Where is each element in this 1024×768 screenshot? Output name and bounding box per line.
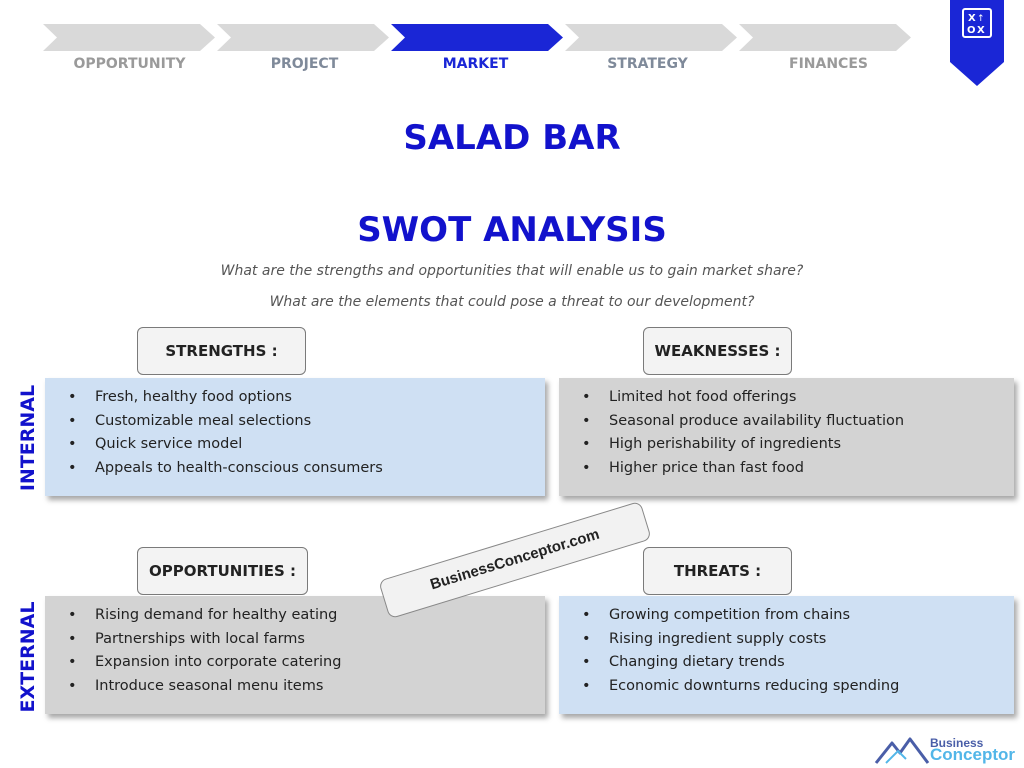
external-label: EXTERNAL: [17, 601, 39, 713]
opportunities-list: Rising demand for healthy eating Partner…: [45, 596, 545, 698]
step-chevron-market[interactable]: [391, 24, 563, 51]
threats-box: Growing competition from chains Rising i…: [559, 596, 1014, 714]
list-item: Rising demand for healthy eating: [68, 604, 545, 628]
list-item: Rising ingredient supply costs: [582, 628, 1014, 652]
list-item: Partnerships with local farms: [68, 628, 545, 652]
step-label-strategy[interactable]: STRATEGY: [607, 56, 688, 72]
logo-text-line1: Business: [930, 736, 984, 750]
opportunities-label: OPPORTUNITIES :: [137, 547, 308, 595]
threats-list: Growing competition from chains Rising i…: [559, 596, 1014, 698]
list-item: Higher price than fast food: [582, 457, 1014, 481]
step-label-finances[interactable]: FINANCES: [789, 56, 868, 72]
list-item: High perishability of ingredients: [582, 433, 1014, 457]
section-badge: X ↑ O X: [950, 0, 1004, 86]
list-item: Expansion into corporate catering: [68, 651, 545, 675]
step-label-project[interactable]: PROJECT: [270, 56, 339, 72]
list-item: Fresh, healthy food options: [68, 386, 545, 410]
list-item: Changing dietary trends: [582, 651, 1014, 675]
swot-title: SWOT ANALYSIS: [357, 210, 667, 250]
list-item: Limited hot food offerings: [582, 386, 1014, 410]
svg-text:X: X: [968, 13, 976, 24]
list-item: Customizable meal selections: [68, 410, 545, 434]
mountain-logo-icon: [874, 737, 930, 764]
svg-text:O: O: [967, 25, 976, 36]
progress-nav: OPPORTUNITY PROJECT MARKET STRATEGY FINA…: [0, 0, 1024, 90]
internal-label: INTERNAL: [17, 384, 39, 492]
step-label-market[interactable]: MARKET: [442, 56, 509, 72]
list-item: Seasonal produce availability fluctuatio…: [582, 410, 1014, 434]
svg-text:X: X: [977, 25, 985, 36]
strengths-label: STRENGTHS :: [137, 327, 306, 375]
step-chevron-opportunity[interactable]: [43, 24, 215, 51]
svg-text:↑: ↑: [977, 14, 985, 24]
opportunities-box: Rising demand for healthy eating Partner…: [45, 596, 545, 714]
question-2: What are the elements that could pose a …: [269, 294, 755, 310]
strengths-list: Fresh, healthy food options Customizable…: [45, 378, 545, 480]
threats-label: THREATS :: [643, 547, 792, 595]
logo-text-line2: Conceptor: [930, 745, 1015, 764]
step-chevron-project[interactable]: [217, 24, 389, 51]
page-title: SALAD BAR: [403, 118, 621, 158]
brand-logo: Business Conceptor: [874, 733, 1015, 765]
list-item: Quick service model: [68, 433, 545, 457]
weaknesses-list: Limited hot food offerings Seasonal prod…: [559, 378, 1014, 480]
step-label-opportunity[interactable]: OPPORTUNITY: [73, 56, 186, 72]
step-chevron-finances[interactable]: [739, 24, 911, 51]
nav-chevrons: [43, 24, 911, 51]
weaknesses-label: WEAKNESSES :: [643, 327, 792, 375]
step-chevron-strategy[interactable]: [565, 24, 737, 51]
strategy-board-icon: X ↑ O X: [950, 0, 1004, 86]
question-1: What are the strengths and opportunities…: [220, 263, 804, 279]
list-item: Growing competition from chains: [582, 604, 1014, 628]
list-item: Economic downturns reducing spending: [582, 675, 1014, 699]
list-item: Introduce seasonal menu items: [68, 675, 545, 699]
list-item: Appeals to health-conscious consumers: [68, 457, 545, 481]
weaknesses-box: Limited hot food offerings Seasonal prod…: [559, 378, 1014, 496]
strengths-box: Fresh, healthy food options Customizable…: [45, 378, 545, 496]
